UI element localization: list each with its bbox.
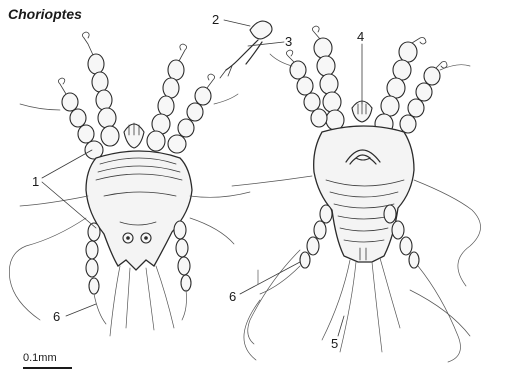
right-mite-ventral <box>232 26 481 362</box>
tarsal-sucker-detail <box>220 21 272 78</box>
callout-4: 4 <box>357 29 364 44</box>
callout-6-right: 6 <box>229 289 236 304</box>
callout-2: 2 <box>212 12 219 27</box>
scale-bar-label: 0.1mm <box>23 352 57 364</box>
callout-1: 1 <box>32 174 39 189</box>
left-mite-dorsal <box>9 32 250 336</box>
callout-3: 3 <box>285 34 292 49</box>
callout-6-left: 6 <box>53 309 60 324</box>
callout-5: 5 <box>331 336 338 351</box>
